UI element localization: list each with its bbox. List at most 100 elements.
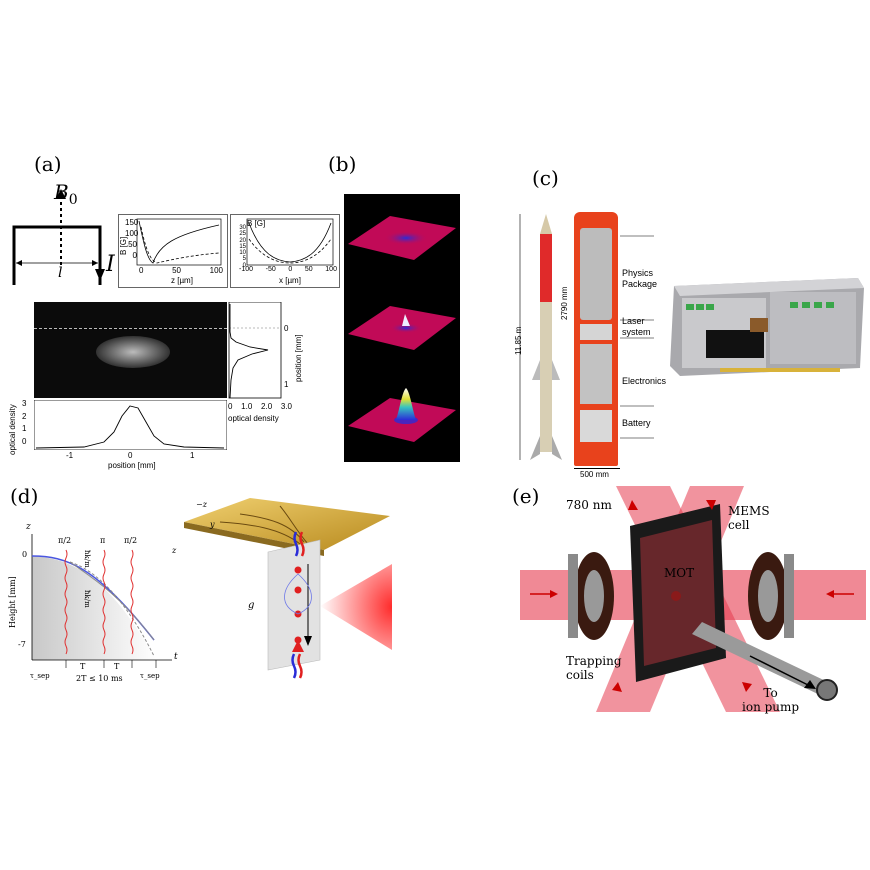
bottom-xtick-1: 0 [128,451,133,460]
panel-a-label: (a) [34,152,62,176]
module-height-label: 2790 mm [560,286,569,320]
section-laser-system: Laser system [622,316,651,337]
tick: 2.0 [261,402,273,411]
duration-label: 2T ≤ 10 ms [76,674,123,683]
mot-label: MOT [664,566,695,580]
inset-bx-curves [246,218,334,266]
interferometer-diagram [31,534,172,668]
side-xlabel: optical density [228,414,279,423]
payload-module [574,212,618,466]
mems-label-line2: cell [728,518,750,532]
height-axis-label: Height [mm] [8,576,17,628]
side-ytick-0: 0 [284,324,289,333]
absorption-image [34,302,227,398]
inset2-xlabel: x [µm] [279,276,301,285]
pulse-pi-half-1: π/2 [58,536,72,545]
inset1-yticks: 150 100 50 0 [125,217,139,261]
payload-render-shapes [670,278,864,376]
bottom-profile-plot [34,400,227,450]
payload-3d-render [660,268,866,380]
pump-line2: ion pump [742,700,800,714]
axis-z-label: z [26,522,31,532]
tick: 50 [128,240,137,249]
tick: 0 [288,266,293,273]
panel-b-label: (b) [328,152,357,176]
tick: 50 [304,266,313,273]
inset-bz-plot: B [G] 150 100 50 0 0 50 100 z [µm] [118,214,228,288]
inset-bz-curves [136,218,222,266]
side-ytick-1: 1 [284,380,289,389]
tick: 0 [139,266,144,275]
tick: 20 [239,237,246,244]
bottom-yticks: 3 2 1 0 [22,398,26,448]
side-xticks: 0 1.0 2.0 3.0 [228,402,292,411]
panel-e-label: (e) [512,484,540,508]
inset2-ylabel: B [G] [247,219,266,228]
mems-label-line1: MEMS [728,504,770,518]
inset2-yticks: 30 25 20 15 10 5 0 [233,225,246,269]
tick: 3.0 [280,402,292,411]
pulse-pi: π [100,536,106,545]
tick: 10 [239,250,246,257]
trapping-coils-label: Trapping coils [566,654,622,682]
time-t-2: T [114,662,120,671]
side-ylabel: position [mm] [294,334,303,382]
kick-down-label: ħk/m [83,590,91,608]
tick: 100 [209,266,223,275]
current-symbol: I [106,252,115,277]
tick: 5 [242,256,246,263]
section-physics-package: Physics Package [622,268,658,289]
inset1-xticks: 0 50 100 [139,266,223,275]
electronics-block [580,344,612,404]
coils-line2: coils [566,668,594,682]
sounding-rocket [519,214,562,460]
section-electronics: Electronics [622,376,667,386]
height-tick-0: 0 [22,550,28,559]
tick: 15 [239,243,246,250]
tick: 150 [125,218,139,227]
axis-t-label: t [174,652,178,662]
u-wire-schematic [12,189,105,285]
tick: 25 [239,231,246,238]
field-symbol: B0 [54,180,78,208]
inset1-xlabel: z [µm] [171,276,193,285]
height-tick-7: -7 [18,640,26,649]
panel-c-label: (c) [532,166,559,190]
section-leader-lines [620,235,654,439]
wavelength-label: 780 nm [566,498,612,512]
tick: 0 [132,251,137,260]
bec-expansion-images [344,194,460,462]
laser-system-block [580,324,612,340]
module-width-label: 500 mm [580,470,609,479]
atom-cloud [96,336,170,368]
mems-mot-setup [520,486,866,712]
tick: 100 [325,266,337,273]
bottom-xlabel: position [mm] [108,461,156,470]
pump-line1: To [763,686,778,700]
inset2-xticks: -100 -50 0 50 100 [239,266,337,273]
bottom-xtick-0: -1 [66,451,74,460]
tick: 0 [228,402,233,411]
ion-pump-label: To ion pump [742,686,799,714]
surface-line [34,328,227,329]
physics-package-block [580,228,612,320]
tick: 0 [242,262,246,269]
bottom-profile-curve [34,400,227,450]
length-symbol: l [58,265,63,281]
tick: 30 [239,225,246,231]
inset-bx-plot: B [G] 30 25 20 15 10 5 0 -100 -50 0 50 1… [230,214,340,288]
rocket-height-label: 11.85 m [514,326,523,355]
mems-cell-label: MEMS cell [728,504,770,532]
chip-axis-minus-z: −z [196,500,207,509]
tick: -50 [265,266,276,273]
battery-block [580,410,612,442]
time-t-1: T [80,662,86,671]
gravity-label: g [248,600,255,611]
side-profile-plot: 0 1 position [mm] [228,302,303,402]
chip-axis-z: z [172,546,177,555]
bec-surfaces [348,216,456,442]
field-b: B [54,180,69,204]
tick: -100 [239,266,254,273]
bottom-ylabel: optical density [8,404,17,455]
atom-chip-setup [184,498,392,679]
